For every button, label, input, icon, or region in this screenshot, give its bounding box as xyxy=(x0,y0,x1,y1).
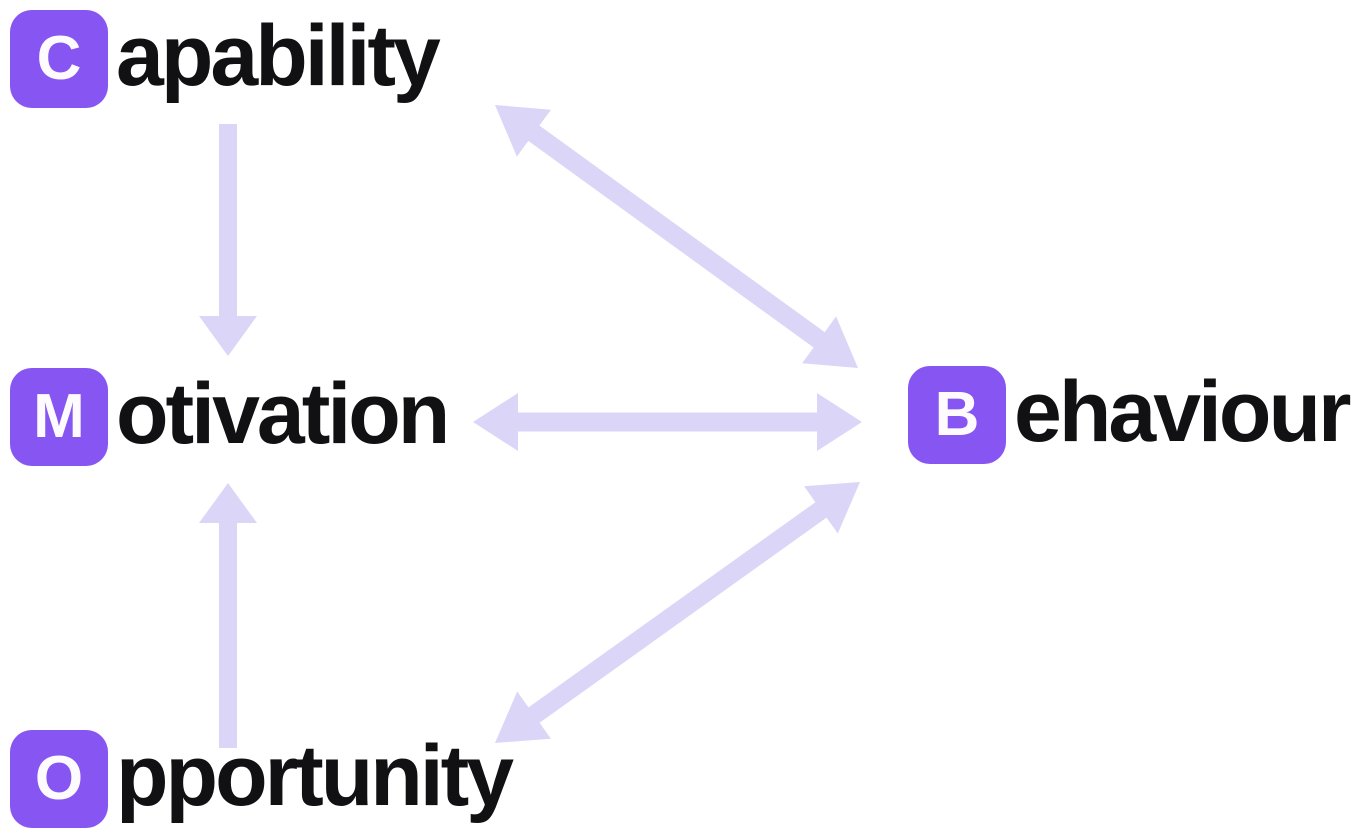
opportunity-badge: O xyxy=(10,730,108,828)
motivation-badge: M xyxy=(10,368,108,466)
behaviour-badge: B xyxy=(908,366,1006,464)
node-opportunity: O pportunity xyxy=(10,728,514,828)
arrow-capability-to-motivation xyxy=(199,124,257,356)
opportunity-label: pportunity xyxy=(116,728,514,824)
arrow-motivation-behaviour xyxy=(473,393,862,451)
arrow-opportunity-to-motivation xyxy=(199,483,257,748)
arrow-opportunity-behaviour xyxy=(495,482,860,743)
node-motivation: M otivation xyxy=(10,366,450,466)
arrow-capability-behaviour xyxy=(495,105,858,368)
node-behaviour: B ehaviour xyxy=(908,364,1351,464)
motivation-label: otivation xyxy=(116,366,450,462)
node-capability: C apability xyxy=(10,8,441,108)
behaviour-label: ehaviour xyxy=(1014,364,1351,460)
capability-badge: C xyxy=(10,10,108,108)
capability-label: apability xyxy=(116,8,441,104)
